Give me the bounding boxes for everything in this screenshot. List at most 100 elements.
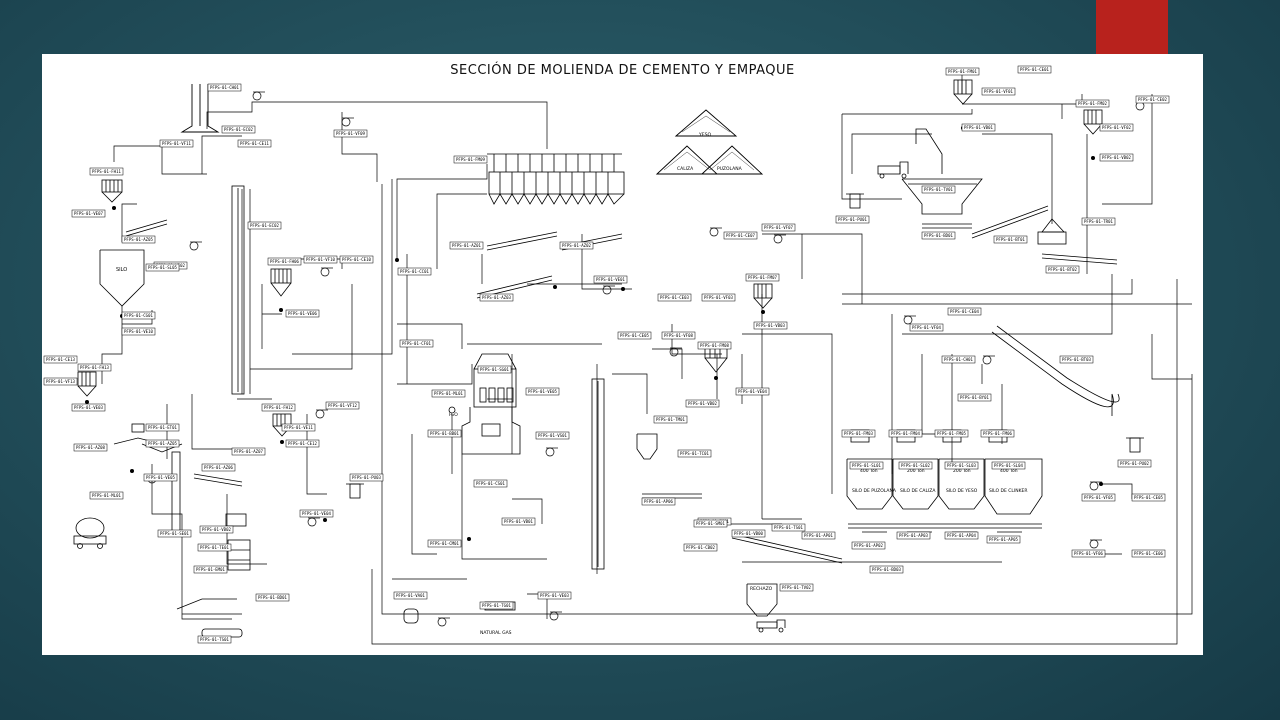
equipment-tag-label: PFPS-01-CE03 — [660, 295, 689, 300]
equipment-tag-label: PFPS-01-CG01 — [124, 313, 153, 318]
equipment-tag-label: PFPS-01-ML01 — [92, 493, 121, 498]
equipment-tag-box — [657, 293, 692, 302]
equipment-tag-box — [677, 449, 712, 458]
belt-conveyor-icon — [731, 533, 1002, 564]
equipment-tag-box — [693, 519, 728, 528]
equipment-tag-box — [941, 355, 976, 364]
equipment-tag-label: PFPS-01-VF05 — [1084, 495, 1113, 500]
equipment-tag-label: PFPS-01-AZ06 — [204, 465, 233, 470]
tag-layer: PFPS-01-CH01PFPS-01-EC02PFPS-01-VF09PFPS… — [43, 65, 1170, 644]
equipment-tag: PFPS-01-CC01 — [397, 267, 432, 276]
equipment-tag-box — [333, 129, 368, 138]
equipment-tag-box — [431, 389, 466, 398]
equipment-tag: PFPS-01-TG01 — [479, 601, 514, 610]
equipment-tag: PFPS-01-VS01 — [535, 431, 570, 440]
equipment-tag: PFPS-01-BT01 — [993, 235, 1028, 244]
equipment-tag: PFPS-01-ML01 — [431, 389, 466, 398]
equipment-tag-label: PFPS-01-CM01 — [430, 541, 459, 546]
process-flow-diagram: YESO CALIZA PUZOLANA SILO DE PUZOLANA 40… — [43, 65, 1193, 645]
fan-icon — [903, 315, 916, 325]
equipment-tag-label: PFPS-01-VF12 — [328, 403, 357, 408]
equipment-tag: PFPS-01-VB01 — [501, 517, 536, 526]
equipment-tag-label: PFPS-01-AP03 — [899, 533, 928, 538]
red-accent-block — [1096, 0, 1168, 55]
equipment-tag-box — [525, 387, 560, 396]
equipment-tag: PFPS-01-AP06 — [641, 497, 676, 506]
silo-labels: SILO DE PUZOLANA 400 Ton SILO DE CALIZA … — [852, 468, 1028, 494]
valve-icon — [621, 287, 625, 291]
equipment-tag-label: PFPS-01-VE04 — [738, 389, 767, 394]
equipment-tag: PFPS-01-VB02 — [685, 399, 720, 408]
equipment-tag-box — [207, 83, 242, 92]
equipment-tag-box — [393, 591, 428, 600]
equipment-tag-box — [89, 167, 124, 176]
equipment-tag: PFPS-01-VF08 — [661, 331, 696, 340]
equipment-tag-box — [477, 365, 512, 374]
equipment-tag: PFPS-01-SL02 — [898, 461, 933, 470]
equipment-tag: PFPS-01-TV02 — [779, 583, 814, 592]
equipment-tag-label: PFPS-01-VB00 — [734, 531, 763, 536]
equipment-tag-label: PFPS-01-PU01 — [838, 217, 867, 222]
equipment-tag: PFPS-01-VE05 — [143, 473, 178, 482]
truck-icon — [756, 619, 786, 633]
equipment-tag: PFPS-01-VB02 — [1099, 153, 1134, 162]
equipment-tag-label: PFPS-01-CF01 — [402, 341, 431, 346]
equipment-tag: PFPS-01-SL01 — [849, 461, 884, 470]
equipment-tag-label: PFPS-01-CE10 — [342, 257, 371, 262]
equipment-tag: PFPS-01-VE03 — [537, 591, 572, 600]
equipment-tag: PFPS-01-VF02 — [1099, 123, 1134, 132]
equipment-tag: PFPS-01-FM05 — [934, 429, 969, 438]
equipment-tag-box — [641, 497, 676, 506]
equipment-tag-label: PFPS-01-AP06 — [644, 499, 673, 504]
equipment-tag-label: PFPS-01-VF02 — [1102, 125, 1131, 130]
equipment-tag-box — [247, 221, 282, 230]
equipment-tag: PFPS-01-VB03 — [753, 321, 788, 330]
equipment-tag-label: PFPS-01-VB02 — [1102, 155, 1131, 160]
equipment-tag-label: PFPS-01-VB02 — [688, 401, 717, 406]
fan-icon — [982, 355, 995, 365]
valve-icon — [1099, 482, 1103, 486]
equipment-tag: PFPS-01-VF01 — [981, 87, 1016, 96]
equipment-tag: PFPS-01-BT02 — [1045, 265, 1080, 274]
equipment-tag-label: PFPS-01-TV02 — [782, 585, 811, 590]
equipment-tag: PFPS-01-FM03 — [841, 429, 876, 438]
equipment-tag-box — [697, 341, 732, 350]
equipment-tag-label: PFPS-01-BD01 — [258, 595, 287, 600]
valve-icon — [130, 469, 134, 473]
equipment-tag-box — [957, 393, 992, 402]
equipment-tag: PFPS-01-PU03 — [349, 473, 384, 482]
bucket-elevator-icon — [171, 451, 181, 533]
equipment-tag-box — [1059, 355, 1094, 364]
equipment-tag-box — [1017, 65, 1052, 74]
bag-filter-icon — [77, 371, 97, 397]
equipment-tag-box — [898, 461, 933, 470]
equipment-tag-box — [199, 525, 234, 534]
equipment-tag-label: PFPS-01-FM06 — [983, 431, 1012, 436]
equipment-tag-label: PFPS-01-FM02 — [1078, 101, 1107, 106]
equipment-tag-box — [427, 429, 462, 438]
dust-collector-bank — [487, 153, 625, 205]
equipment-tag-label: PFPS-01-EC02 — [250, 223, 279, 228]
equipment-tag-box — [501, 517, 536, 526]
equipment-tag-label: PFPS-01-VB02 — [202, 527, 231, 532]
pump-icon — [346, 483, 364, 499]
valve-icon — [467, 537, 471, 541]
equipment-tag-label: PFPS-01-VF10 — [306, 257, 335, 262]
fan-group — [147, 91, 1148, 627]
equipment-tag: PFPS-01-VE04 — [299, 509, 334, 518]
equipment-tag: PFPS-01-VF13 — [43, 377, 78, 386]
equipment-tag-label: PFPS-01-TS01 — [774, 525, 803, 530]
equipment-tag-label: PFPS-01-VF04 — [912, 325, 941, 330]
silo-capacity: 400 Ton — [1000, 468, 1018, 474]
equipment-tag: PFPS-01-CE05 — [617, 331, 652, 340]
equipment-tag-label: PFPS-01-AZ02 — [562, 243, 591, 248]
equipment-tag-box — [771, 523, 806, 532]
equipment-tag-box — [1081, 217, 1116, 226]
equipment-tag-label: PFPS-01-VF07 — [764, 225, 793, 230]
equipment-tag: PFPS-01-AZ05 — [145, 439, 180, 448]
bucket-elevator-icon — [231, 185, 245, 395]
valve-icon — [280, 440, 284, 444]
equipment-tag-box — [945, 67, 980, 76]
equipment-tag: PFPS-01-BB01 — [427, 429, 462, 438]
equipment-tag-label: PFPS-01-FH06 — [270, 259, 299, 264]
